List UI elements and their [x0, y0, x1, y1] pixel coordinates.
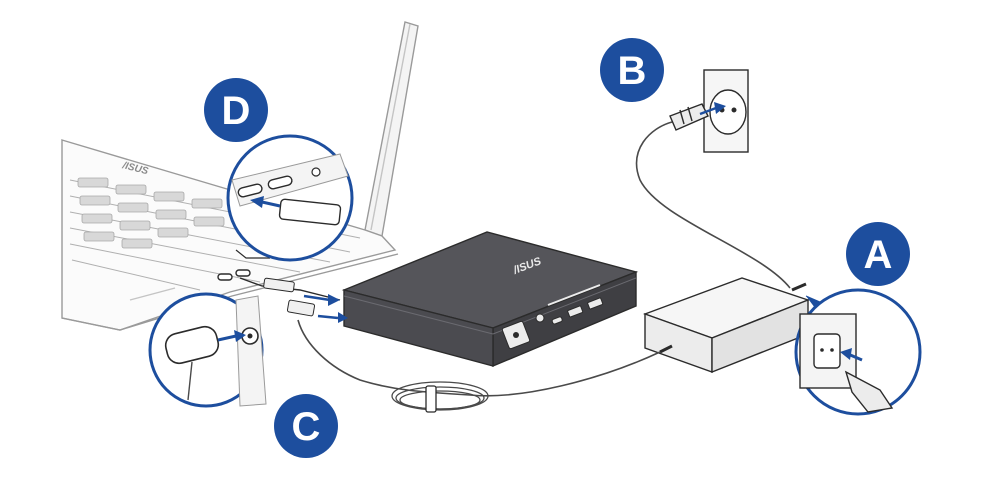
- badge-b: B: [600, 38, 664, 102]
- usb-a-port-icon: [567, 305, 584, 318]
- badge-c: C: [274, 394, 338, 458]
- plug-icon: [669, 103, 709, 131]
- usb-c-port-icon: [267, 175, 293, 190]
- minipc-left-cables: [239, 277, 348, 323]
- callout-d-leader: [235, 249, 270, 259]
- ac-connector: [791, 282, 807, 292]
- arrow-icon: [840, 348, 852, 360]
- usb-c-port-icon: [551, 316, 563, 325]
- minipc-front-ports: [501, 284, 604, 350]
- usb-c-plug-icon: [263, 277, 295, 293]
- laptop: [61, 21, 419, 331]
- arrow-icon: [250, 196, 264, 208]
- arrow-icon: [338, 312, 348, 323]
- callout-d: [226, 134, 354, 262]
- ac-cable: [635, 121, 791, 289]
- badge-d-label: D: [222, 89, 251, 133]
- arrow-icon: [328, 294, 340, 306]
- badge-b-label: B: [618, 49, 647, 93]
- cable-coil: [391, 381, 489, 413]
- usb-a-port-icon: [587, 297, 604, 310]
- dc-plug-icon: [286, 299, 316, 317]
- badge-a-label: A: [864, 233, 893, 277]
- callout-a: [794, 288, 922, 416]
- usb-c-plug-icon: [278, 198, 342, 226]
- wall-plug: [669, 103, 709, 131]
- plug-icon: [844, 370, 894, 413]
- arrow-icon: [714, 102, 726, 114]
- audio-jack-icon: [535, 313, 545, 323]
- usb-c-port-icon: [237, 183, 263, 198]
- badge-a: A: [846, 222, 910, 286]
- badge-c-label: C: [292, 405, 321, 449]
- arrow-icon: [234, 330, 246, 342]
- badge-d: D: [204, 78, 268, 142]
- wall-outlet: [703, 69, 749, 153]
- mini-pc: [341, 231, 639, 368]
- callout-c: [148, 292, 267, 408]
- power-adapter: [642, 277, 811, 374]
- dc-plug-icon: [164, 325, 220, 365]
